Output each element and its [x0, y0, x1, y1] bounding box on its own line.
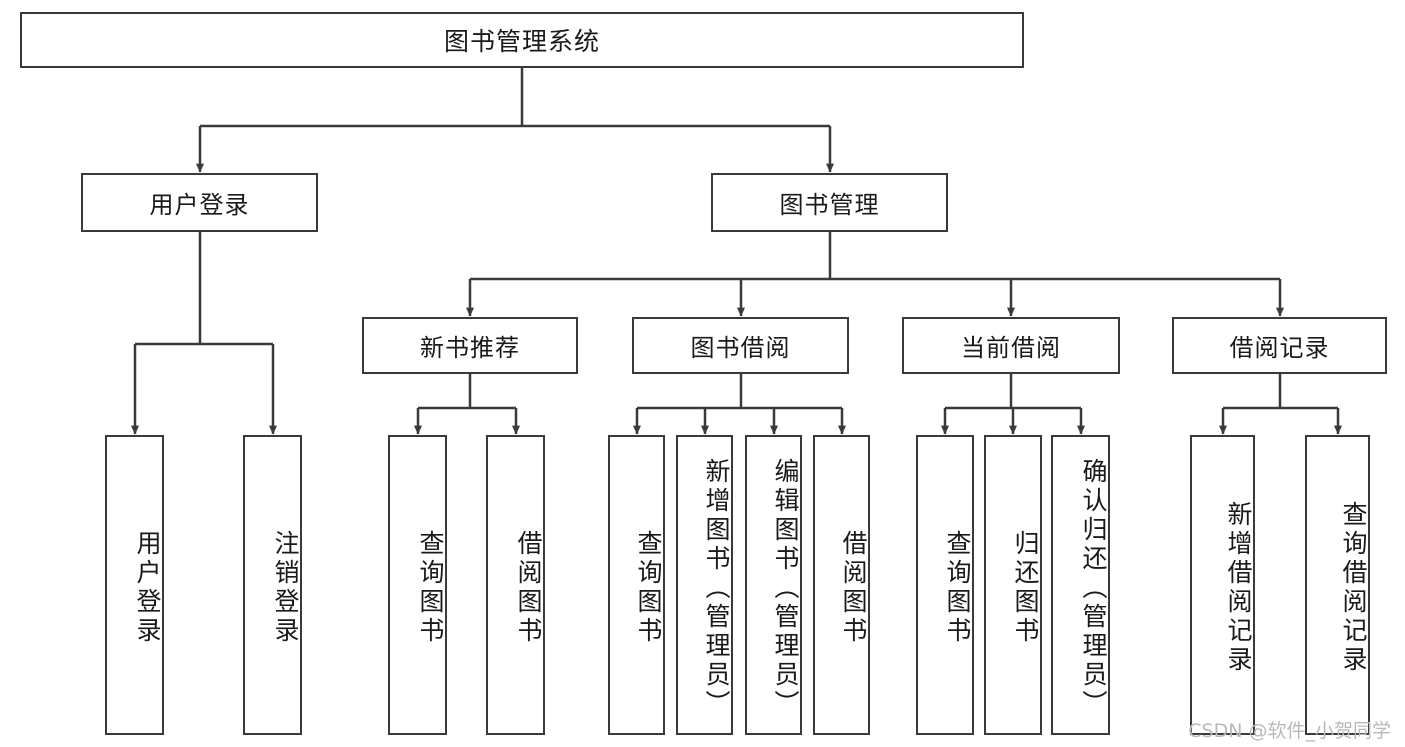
- node-leaf-cb-confirm[interactable]: 确认归还（管理员）: [1051, 435, 1110, 735]
- node-leaf-bb-add[interactable]: 新增图书（管理员）: [676, 435, 733, 735]
- node-leaf-logout[interactable]: 注销登录: [243, 435, 302, 735]
- node-label: 查询借阅记录: [1339, 501, 1368, 675]
- node-leaf-user-login[interactable]: 用户登录: [105, 435, 164, 735]
- node-label: 新书推荐: [420, 334, 520, 362]
- node-leaf-bb-borrow[interactable]: 借阅图书: [813, 435, 870, 735]
- node-user-login[interactable]: 用户登录: [81, 173, 318, 232]
- node-leaf-nbr-query[interactable]: 查询图书: [388, 435, 447, 735]
- node-label: 图书借阅: [690, 334, 791, 362]
- node-label: 借阅图书: [514, 530, 543, 646]
- node-leaf-br-add[interactable]: 新增借阅记录: [1190, 435, 1255, 735]
- node-book-borrow[interactable]: 图书借阅: [632, 317, 849, 374]
- node-leaf-br-query[interactable]: 查询借阅记录: [1305, 435, 1370, 735]
- node-current-borrow[interactable]: 当前借阅: [902, 317, 1120, 374]
- node-leaf-cb-return[interactable]: 归还图书: [984, 435, 1042, 735]
- node-label: 归还图书: [1011, 530, 1040, 646]
- node-label: 当前借阅: [961, 334, 1061, 362]
- node-label: 查询图书: [416, 530, 445, 646]
- node-label: 图书管理: [779, 191, 880, 219]
- node-label: 确认归还（管理员）: [1079, 457, 1108, 719]
- node-leaf-cb-query[interactable]: 查询图书: [916, 435, 974, 735]
- node-label: 图书管理系统: [443, 27, 600, 56]
- node-new-book-rec[interactable]: 新书推荐: [362, 317, 578, 374]
- node-label: 借阅记录: [1229, 334, 1330, 362]
- edge-paths: [131, 68, 1342, 435]
- node-label: 用户登录: [133, 530, 162, 646]
- node-leaf-nbr-borrow[interactable]: 借阅图书: [486, 435, 545, 735]
- node-label: 新增借阅记录: [1224, 501, 1253, 675]
- node-label: 查询图书: [634, 530, 663, 646]
- node-label: 注销登录: [271, 530, 300, 646]
- node-root[interactable]: 图书管理系统: [20, 12, 1024, 68]
- node-label: 新增图书（管理员）: [702, 457, 731, 719]
- node-book-manage[interactable]: 图书管理: [711, 173, 948, 232]
- node-leaf-bb-query[interactable]: 查询图书: [608, 435, 665, 735]
- node-label: 用户登录: [149, 191, 250, 219]
- node-leaf-bb-edit[interactable]: 编辑图书（管理员）: [745, 435, 802, 735]
- node-label: 编辑图书（管理员）: [771, 457, 800, 719]
- node-borrow-record[interactable]: 借阅记录: [1172, 317, 1387, 374]
- node-label: 借阅图书: [839, 530, 868, 646]
- node-label: 查询图书: [943, 530, 972, 646]
